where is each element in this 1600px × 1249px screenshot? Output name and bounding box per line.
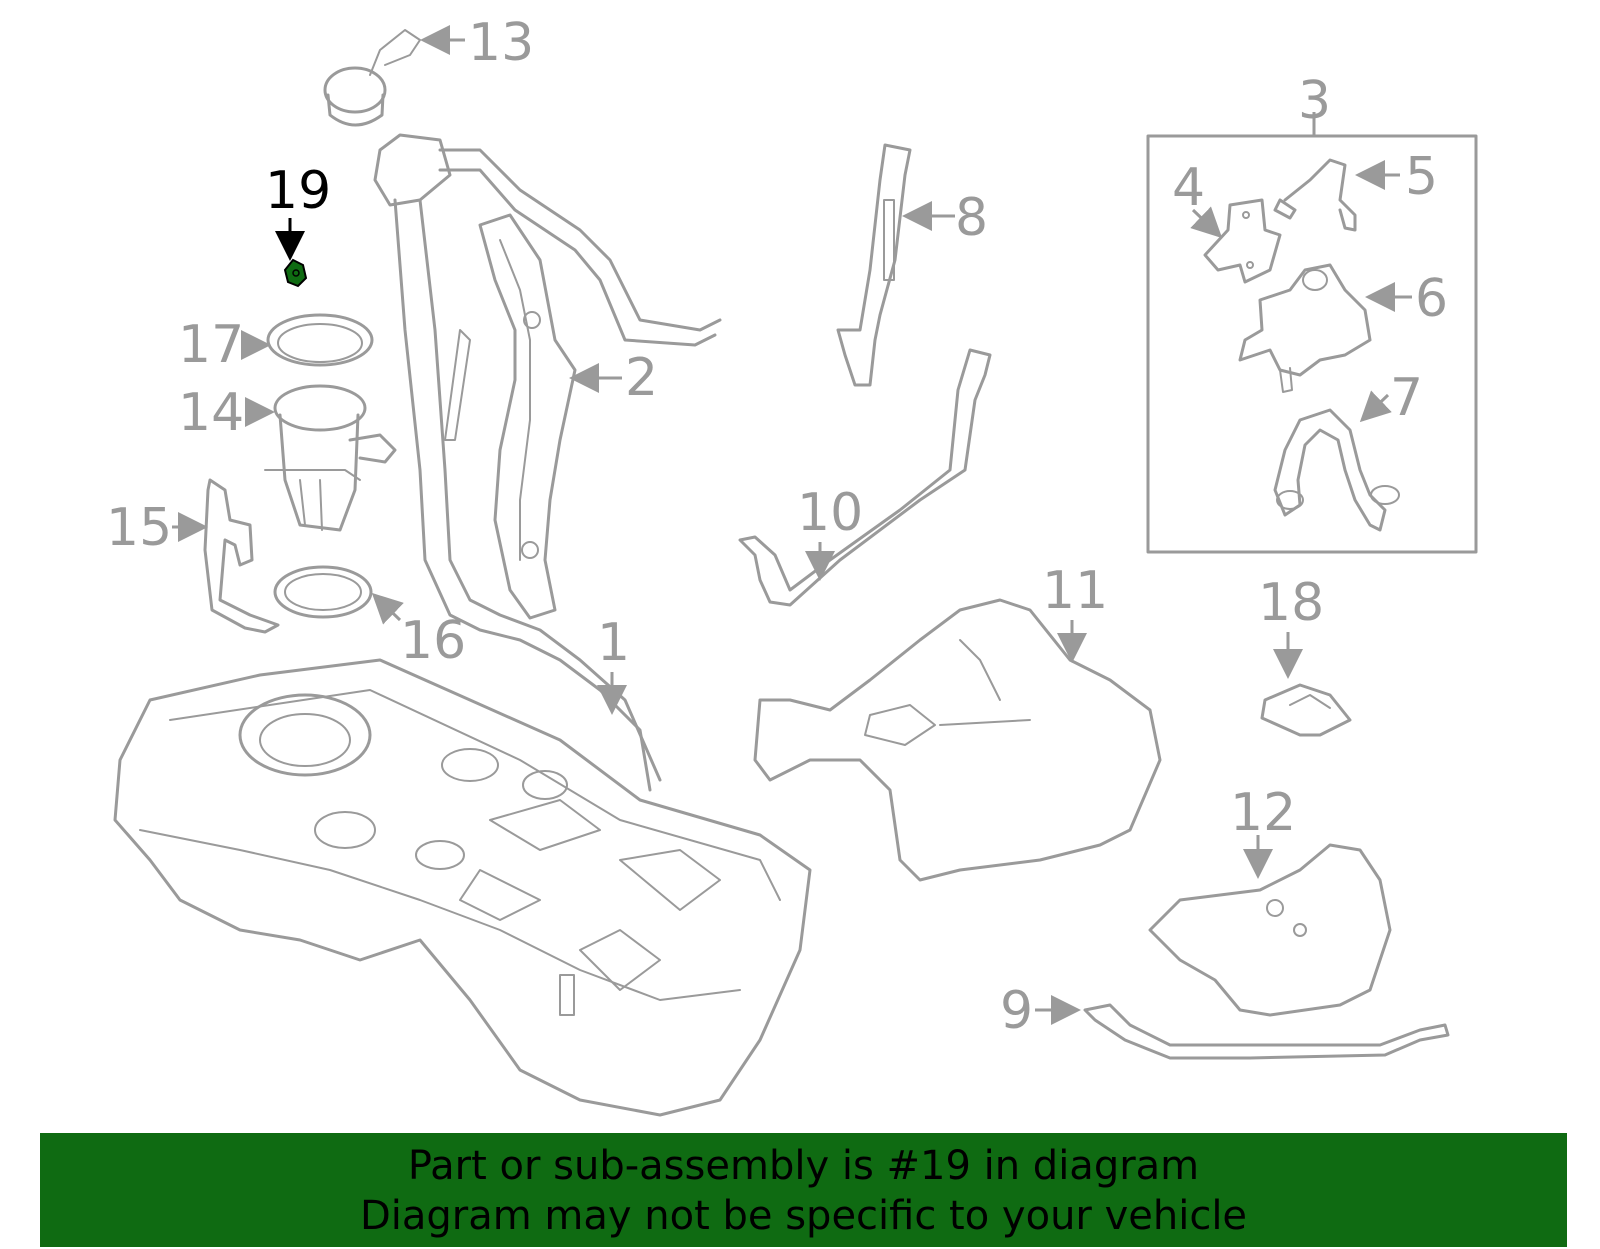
callout-16: 16 [400,611,466,671]
callout-3: 3 [1298,71,1331,131]
strap-part-8[interactable] [836,143,912,387]
callout-17: 17 [178,315,244,375]
hose-part-7[interactable] [1273,408,1400,532]
fuel-tank-part-1[interactable] [113,658,812,1117]
bracket-part-4[interactable] [1203,198,1282,284]
callout-10: 10 [797,483,863,543]
shield-part-2[interactable] [478,213,577,620]
strap-part-10[interactable] [738,348,992,607]
callout-15: 15 [106,498,172,558]
callout-5: 5 [1405,147,1438,207]
leader-lines [172,25,1412,1025]
seal-ring-part-16[interactable] [273,565,373,619]
callout-14: 14 [178,383,244,443]
highlighted-part-19[interactable] [283,258,308,288]
callout-8: 8 [955,188,988,248]
callout-19: 19 [265,161,331,221]
fuel-pump-part-14[interactable] [264,384,397,532]
callout-4: 4 [1172,158,1205,218]
strap-part-9[interactable] [1083,1003,1450,1060]
callout-11: 11 [1042,561,1108,621]
callout-12: 12 [1230,783,1296,843]
callout-9: 9 [1000,981,1033,1041]
filler-pipe [373,133,722,792]
connector-part-18[interactable] [1260,683,1352,737]
banner-line-1: Part or sub-assembly is #19 in diagram [407,1143,1200,1189]
fuel-cap-part-13[interactable] [323,29,421,127]
shield-part-12[interactable] [1148,843,1392,1017]
callout-6: 6 [1415,269,1448,329]
part-3-group-box [1146,134,1478,554]
callout-7: 7 [1390,368,1423,428]
lock-ring-part-17[interactable] [266,313,374,367]
heat-shield-part-11[interactable] [753,598,1162,882]
banner-line-2: Diagram may not be specific to your vehi… [359,1193,1248,1239]
sensor-part-5[interactable] [1273,158,1357,232]
valve-part-6[interactable] [1238,263,1372,393]
callout-13: 13 [468,13,534,73]
fuel-sender-part-15[interactable] [203,478,280,634]
callout-18: 18 [1258,573,1324,633]
callout-2: 2 [625,348,658,408]
callout-1: 1 [597,613,630,673]
info-banner: Part or sub-assembly is #19 in diagram D… [40,1133,1567,1247]
